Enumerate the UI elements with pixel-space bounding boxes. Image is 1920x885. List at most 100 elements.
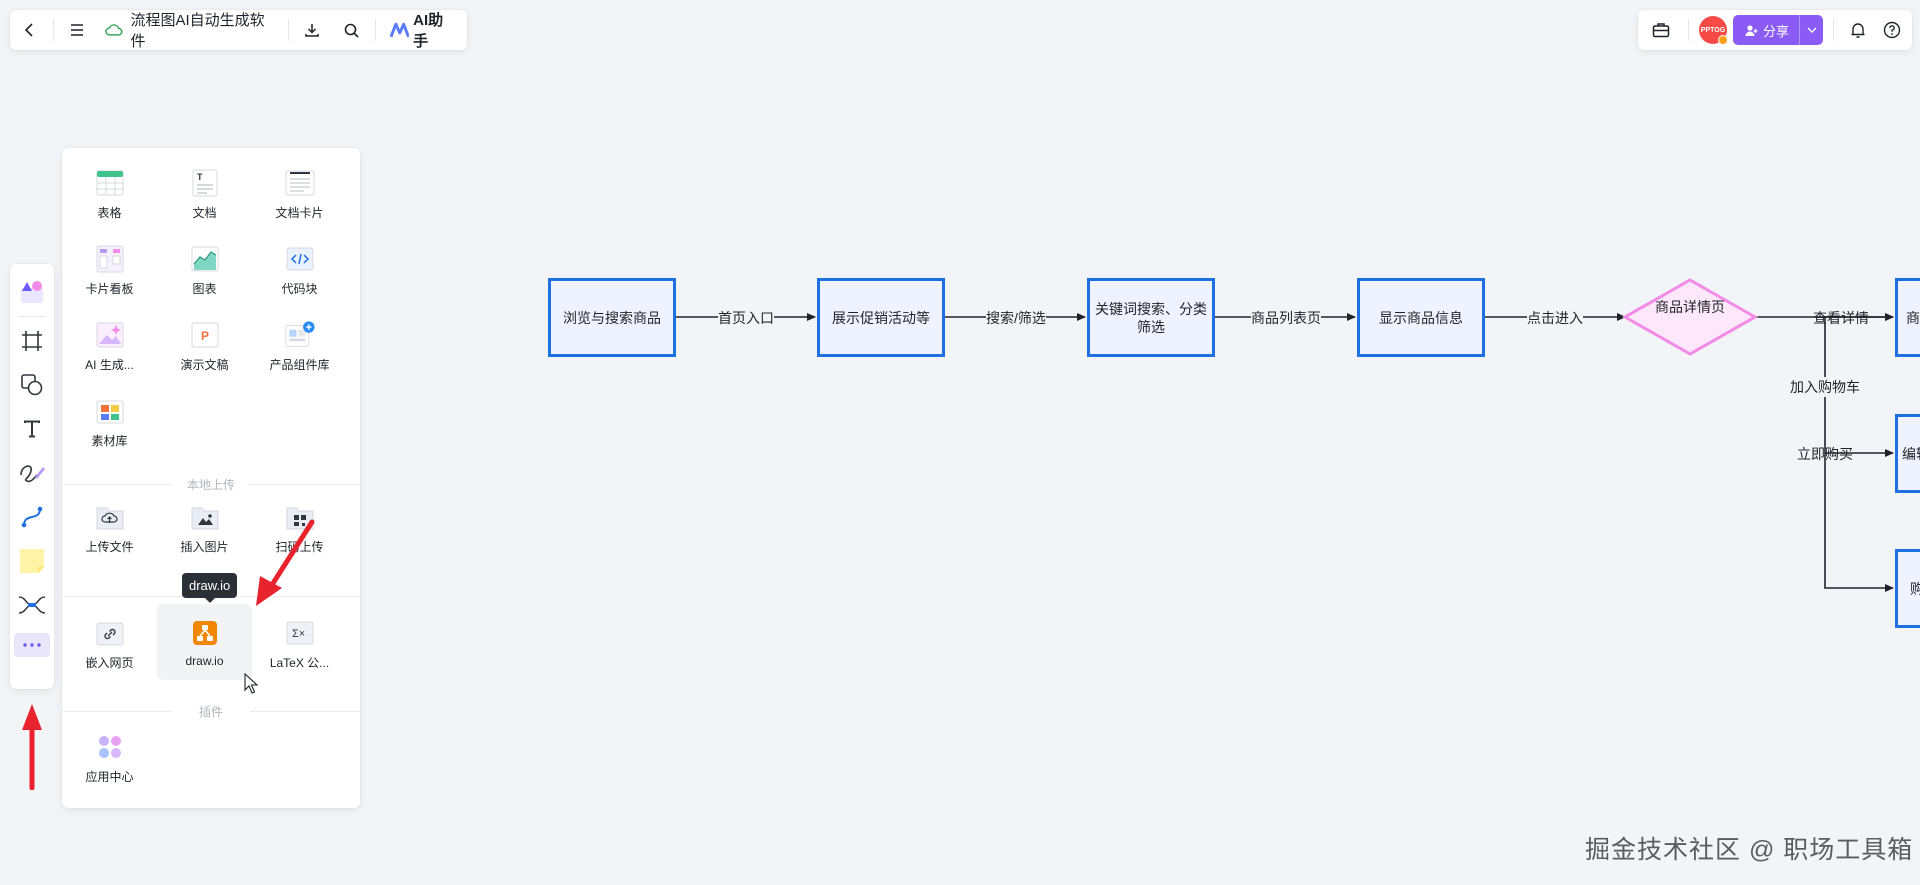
annotation-arrow-up-icon [22, 704, 42, 790]
notifications-button[interactable] [1844, 10, 1872, 50]
flow-node-partial-3[interactable]: 购 [1895, 549, 1920, 628]
pen-tool[interactable] [14, 451, 50, 495]
ai-assistant-button[interactable]: AI助手 [380, 9, 467, 51]
share-main-button[interactable]: 分享 [1733, 15, 1801, 45]
section-plugins: 插件 [62, 703, 360, 720]
text-icon [24, 420, 40, 438]
upload-label: 上传文件 [85, 540, 134, 554]
edge-label: 加入购物车 [1790, 377, 1860, 397]
sticky-note-tool[interactable] [14, 539, 50, 583]
templates-tool[interactable] [14, 270, 50, 314]
divider [287, 19, 289, 41]
connector-tool[interactable] [14, 495, 50, 539]
svg-text:T: T [197, 172, 203, 182]
flow-node-search[interactable]: 关键词搜索、分类筛选 [1087, 278, 1215, 357]
component-material-library[interactable]: 素材库 [62, 382, 157, 458]
help-button[interactable] [1878, 10, 1906, 50]
component-label: 演示文稿 [180, 358, 229, 372]
edge-label: 点击进入 [1527, 308, 1583, 328]
component-doc[interactable]: T 文档 [157, 154, 252, 230]
component-label: 文档卡片 [275, 206, 324, 220]
mouse-cursor-icon [244, 673, 258, 694]
chevron-down-icon [1807, 27, 1816, 33]
insert-image-item[interactable]: 插入图片 [157, 488, 252, 564]
embed-label: 嵌入网页 [85, 656, 134, 670]
component-ai-generate[interactable]: AI 生成... [62, 306, 157, 382]
frame-tool[interactable] [14, 319, 50, 363]
shape-tool[interactable] [14, 363, 50, 407]
ai-assistant-label: AI助手 [413, 12, 444, 50]
latex-item[interactable]: Σ× LaTeX 公... [252, 604, 347, 680]
component-chart[interactable]: 图表 [157, 230, 252, 306]
menu-icon [71, 24, 84, 36]
component-code[interactable]: 代码块 [252, 230, 347, 306]
divider [19, 316, 45, 317]
watermark: 掘金技术社区 @ 职场工具箱 [1585, 836, 1914, 864]
component-table[interactable]: 表格 [62, 154, 157, 230]
table-icon [95, 168, 125, 198]
download-button[interactable] [293, 10, 332, 50]
doc-icon: T [190, 168, 220, 198]
qr-upload-item[interactable]: 扫码上传 [252, 488, 347, 564]
upload-label: 扫码上传 [275, 540, 324, 554]
plugin-label: 应用中心 [85, 770, 134, 784]
share-dropdown-button[interactable] [1800, 15, 1823, 45]
toolbox-button[interactable] [1644, 10, 1678, 50]
component-label: 产品组件库 [269, 358, 330, 372]
pen-icon [20, 465, 45, 483]
more-tools-button[interactable] [14, 633, 50, 657]
shape-icon [21, 374, 43, 396]
app-center-item[interactable]: 应用中心 [62, 718, 157, 794]
plugin-grid: 应用中心 [62, 718, 360, 794]
annotation-arrow-diagonal-icon [256, 519, 315, 606]
back-button[interactable] [10, 10, 49, 50]
decision-shape [1621, 278, 1759, 356]
avatar[interactable]: PPTOG [1699, 16, 1728, 45]
more-icon [23, 643, 41, 647]
flow-node-partial-1[interactable]: 商 [1895, 278, 1920, 357]
mindmap-tool[interactable] [14, 583, 50, 627]
kanban-icon [95, 244, 125, 274]
embed-label: LaTeX 公... [269, 656, 330, 670]
link-icon [95, 618, 125, 648]
drawio-tooltip: draw.io [182, 573, 238, 603]
menu-button[interactable] [58, 10, 97, 50]
chart-icon [190, 244, 220, 274]
section-local-upload: 本地上传 [62, 476, 360, 493]
component-kanban[interactable]: 卡片看板 [62, 230, 157, 306]
component-label: 图表 [192, 282, 217, 296]
component-slides[interactable]: P 演示文稿 [157, 306, 252, 382]
help-icon [1883, 21, 1901, 39]
templates-icon [21, 281, 43, 303]
component-product-library[interactable]: 产品组件库 [252, 306, 347, 382]
share-label: 分享 [1763, 23, 1790, 39]
flow-node-product-info[interactable]: 显示商品信息 [1357, 278, 1485, 357]
document-title[interactable]: 流程图AI自动生成软件 [97, 9, 284, 51]
component-doc-card[interactable]: 文档卡片 [252, 154, 347, 230]
share-button[interactable]: 分享 [1733, 15, 1823, 45]
embed-webpage-item[interactable]: 嵌入网页 [62, 604, 157, 680]
ai-logo-icon [389, 22, 410, 38]
top-right-toolbar: PPTOG 分享 [1638, 10, 1912, 50]
upload-file-item[interactable]: 上传文件 [62, 488, 157, 564]
flow-node-browse[interactable]: 浏览与搜索商品 [548, 278, 676, 357]
user-add-icon [1745, 24, 1758, 36]
flow-node-detail-label[interactable]: 商品详情页 [1655, 299, 1725, 315]
upload-grid: 上传文件 插入图片 扫码上传 [62, 488, 360, 564]
briefcase-icon [1652, 23, 1670, 38]
text-tool[interactable] [14, 407, 50, 451]
app-center-icon [95, 732, 125, 762]
avatar-text: PPTOG [1700, 26, 1726, 34]
upload-file-icon [95, 502, 125, 532]
search-button[interactable] [332, 10, 371, 50]
component-grid: 表格 T 文档 文档卡片 卡片看板 图表 代码块 AI 生成... P 演示文稿 [62, 154, 360, 458]
mindmap-icon [18, 596, 46, 614]
component-library-icon [284, 320, 315, 350]
flow-node-partial-2[interactable]: 编辑 [1895, 414, 1920, 493]
component-label: 素材库 [91, 434, 128, 448]
drawio-item[interactable]: draw.io [157, 604, 252, 680]
component-label: 卡片看板 [85, 282, 134, 296]
flow-node-promo[interactable]: 展示促销活动等 [817, 278, 945, 357]
component-label: 文档 [192, 206, 217, 220]
